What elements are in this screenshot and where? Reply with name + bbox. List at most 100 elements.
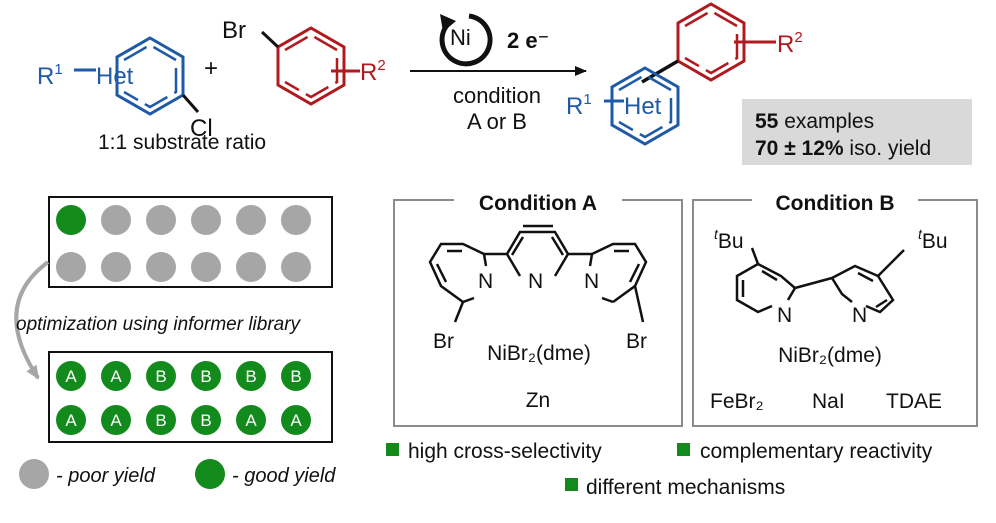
result-well: B (191, 405, 221, 435)
condition-b-additive-3: TDAE (886, 390, 942, 413)
result-well-dot (56, 361, 86, 391)
terpyridine-ligand (428, 224, 648, 323)
result-well: B (236, 361, 266, 391)
screen-well (56, 252, 86, 282)
feature-3: different mechanisms (586, 476, 785, 499)
biaryl-bond (641, 59, 679, 84)
result-well-label: A (65, 411, 77, 430)
good-yield-dot (195, 459, 225, 489)
screen-well (56, 205, 86, 235)
condition-line-1: condition (453, 83, 541, 108)
result-well-dot (101, 361, 131, 391)
condition-a-n-right: N (584, 270, 599, 293)
condition-a-n-center: N (528, 270, 543, 293)
r2-label: R2 (360, 57, 386, 86)
result-well-dot (101, 405, 131, 435)
het-label-1: Het (96, 63, 134, 90)
result-well-dot (56, 405, 86, 435)
plus-sign: + (204, 55, 218, 82)
condition-b-title: Condition B (776, 192, 895, 215)
r1-label: R1 (37, 61, 63, 90)
het-ring-1 (115, 36, 185, 116)
result-well-dot (236, 361, 266, 391)
result-well-dot (146, 361, 176, 391)
condition-line-2: A or B (467, 109, 527, 134)
poor-yield-dot (19, 459, 49, 489)
result-well: A (56, 361, 86, 391)
screening-plate (48, 196, 333, 288)
condition-b-panel: Condition B tBu tBu N N NiBr₂(dme) FeB (692, 188, 978, 427)
good-yield-label: - good yield (232, 465, 336, 487)
screen-well (146, 205, 176, 235)
product-blue-ring (610, 66, 680, 146)
condition-b-tbu-left: tBu (714, 226, 744, 253)
result-well-label: A (65, 367, 77, 386)
result-well-dot (191, 361, 221, 391)
condition-a-n-left: N (478, 270, 493, 293)
condition-a-br-right: Br (626, 330, 647, 353)
result-well-dot (236, 405, 266, 435)
result-well-dot (146, 405, 176, 435)
condition-a-panel: Condition A N N N Br (393, 188, 683, 427)
ni-label: Ni (450, 25, 471, 50)
condition-b-tbu-right: tBu (918, 226, 948, 253)
screen-well (191, 252, 221, 282)
screen-well (146, 252, 176, 282)
result-well-label: B (200, 367, 211, 386)
screen-well (236, 205, 266, 235)
br-label: Br (222, 17, 246, 44)
optimization-label: optimization using informer library (16, 314, 302, 335)
r2-product-label: R2 (777, 29, 803, 58)
feature-2: complementary reactivity (700, 440, 933, 463)
examples-count: 55 examples (755, 110, 874, 133)
screen-well (281, 252, 311, 282)
poor-yield-label: - poor yield (56, 465, 156, 487)
feature-1: high cross-selectivity (408, 440, 602, 463)
result-well-dot (281, 361, 311, 391)
result-well-label: B (155, 411, 166, 430)
screen-well (101, 205, 131, 235)
bipyridine-ligand (735, 247, 905, 314)
r1-product-label: R1 (566, 91, 592, 120)
condition-a-reductant: Zn (526, 389, 551, 412)
result-well-label: A (110, 411, 122, 430)
het-label-product: Het (624, 93, 662, 120)
condition-a-br-left: Br (433, 330, 454, 353)
nickel-cycle: Ni 2 e⁻ (439, 13, 549, 67)
yield-legend: - poor yield - good yield (19, 459, 336, 489)
product-blue-ring-inner (618, 73, 673, 139)
condition-b-nickel: NiBr₂(dme) (778, 344, 882, 367)
aryl-bromide: Br R2 (222, 17, 386, 106)
result-well: B (191, 361, 221, 391)
het-ring-1-inner (123, 43, 178, 109)
aryl-ring-2-inner (284, 33, 339, 99)
result-well: B (146, 361, 176, 391)
screen-well (101, 252, 131, 282)
feature-list: high cross-selectivity complementary rea… (386, 440, 933, 499)
result-well-dot (281, 405, 311, 435)
aryl-ring-2 (276, 26, 346, 106)
cl-label: Cl (190, 115, 213, 142)
condition-b-n-left: N (777, 304, 792, 327)
result-well: A (56, 405, 86, 435)
condition-b-n-right: N (852, 304, 867, 327)
result-well-dot (191, 405, 221, 435)
product-red-ring-inner (684, 9, 739, 75)
feature-bullet-3 (565, 478, 578, 491)
optimization-arrow (14, 260, 50, 380)
substrate-ratio: 1:1 substrate ratio (98, 131, 266, 154)
heteroaryl-chloride: Cl Het R1 (37, 36, 213, 142)
electron-label: 2 e⁻ (507, 28, 549, 53)
result-well: B (281, 361, 311, 391)
biaryl-product: R2 Het R1 (566, 2, 803, 146)
product-red-ring (676, 2, 746, 82)
condition-a-nickel: NiBr₂(dme) (487, 342, 591, 365)
result-well: A (101, 361, 131, 391)
cycle-arrowhead (440, 14, 456, 32)
result-well: A (281, 405, 311, 435)
result-well: A (236, 405, 266, 435)
cycle-arrow (439, 13, 493, 67)
result-well-label: B (200, 411, 211, 430)
